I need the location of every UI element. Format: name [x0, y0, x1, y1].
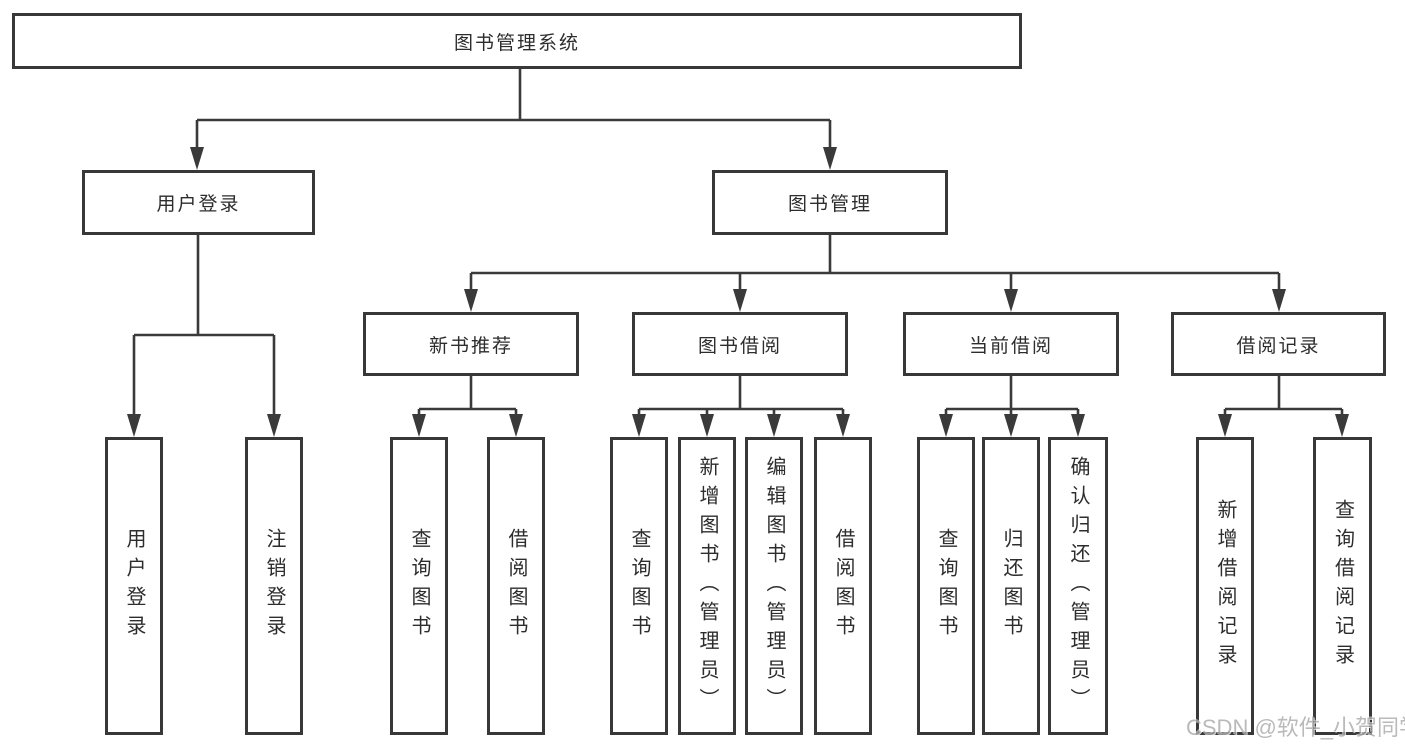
leaf-bb-add-book-admin: 新增图书（管理员）	[678, 437, 736, 735]
node-book-borrowing: 图书借阅	[632, 312, 848, 376]
leaf-cb-confirm-return-admin: 确认归还（管理员）	[1048, 437, 1108, 735]
leaf-bb-edit-book-admin: 编辑图书（管理员）	[745, 437, 803, 735]
leaf-nbr-query-book: 查询图书	[390, 437, 448, 735]
leaf-cb-query-book: 查询图书	[917, 437, 975, 735]
node-borrowing-records: 借阅记录	[1171, 312, 1386, 376]
leaf-logout: 注销登录	[245, 437, 303, 735]
node-root: 图书管理系统	[12, 13, 1022, 69]
node-new-book-recommend: 新书推荐	[363, 312, 579, 376]
node-user-login: 用户登录	[82, 170, 315, 235]
leaf-br-add-record: 新增借阅记录	[1196, 437, 1254, 735]
leaf-bb-borrow-book: 借阅图书	[814, 437, 872, 735]
leaf-cb-return-book: 归还图书	[982, 437, 1040, 735]
leaf-br-query-record: 查询借阅记录	[1313, 437, 1372, 735]
leaf-bb-query-book: 查询图书	[610, 437, 668, 735]
watermark: CSDN @软件_小贺同学	[1186, 715, 1405, 740]
leaf-user-login: 用户登录	[105, 437, 163, 735]
node-current-borrowing: 当前借阅	[903, 312, 1119, 376]
leaf-nbr-borrow-book: 借阅图书	[487, 437, 545, 735]
node-book-management: 图书管理	[712, 170, 948, 235]
